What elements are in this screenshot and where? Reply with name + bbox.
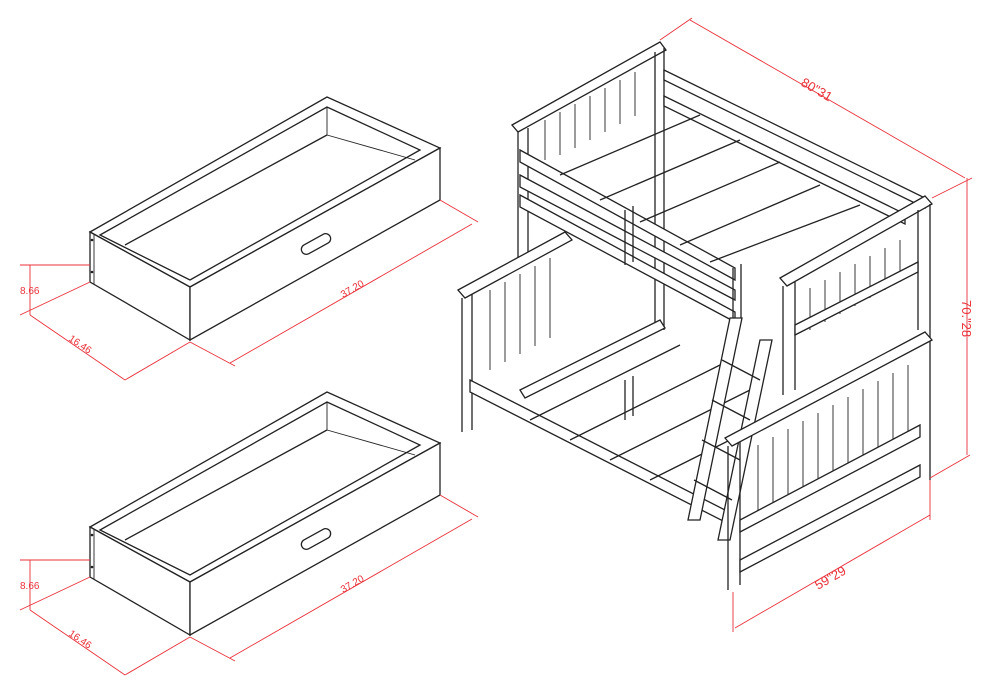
- bed-height-label: 70."28: [959, 300, 974, 337]
- drawer-depth-label: 16.46: [66, 333, 93, 356]
- drawer-height-label: 8.66: [20, 581, 40, 592]
- drawer-height-label: 8.66: [20, 286, 40, 297]
- drawer-top: 8.66 16.46 37.20: [19, 96, 479, 381]
- bunk-bed: [456, 41, 934, 590]
- drawer-depth-label: 16.46: [66, 628, 93, 651]
- bed-length-label: 80"31: [799, 75, 836, 105]
- bed-dimensions: 80"31 70."28 59"29: [659, 17, 974, 632]
- drawer-bottom: 8.66 16.46 37.20: [19, 391, 479, 676]
- drawer-width-label: 37.20: [339, 573, 367, 595]
- bed-width-label: 59"29: [812, 563, 849, 593]
- drawer-width-label: 37.20: [339, 278, 367, 300]
